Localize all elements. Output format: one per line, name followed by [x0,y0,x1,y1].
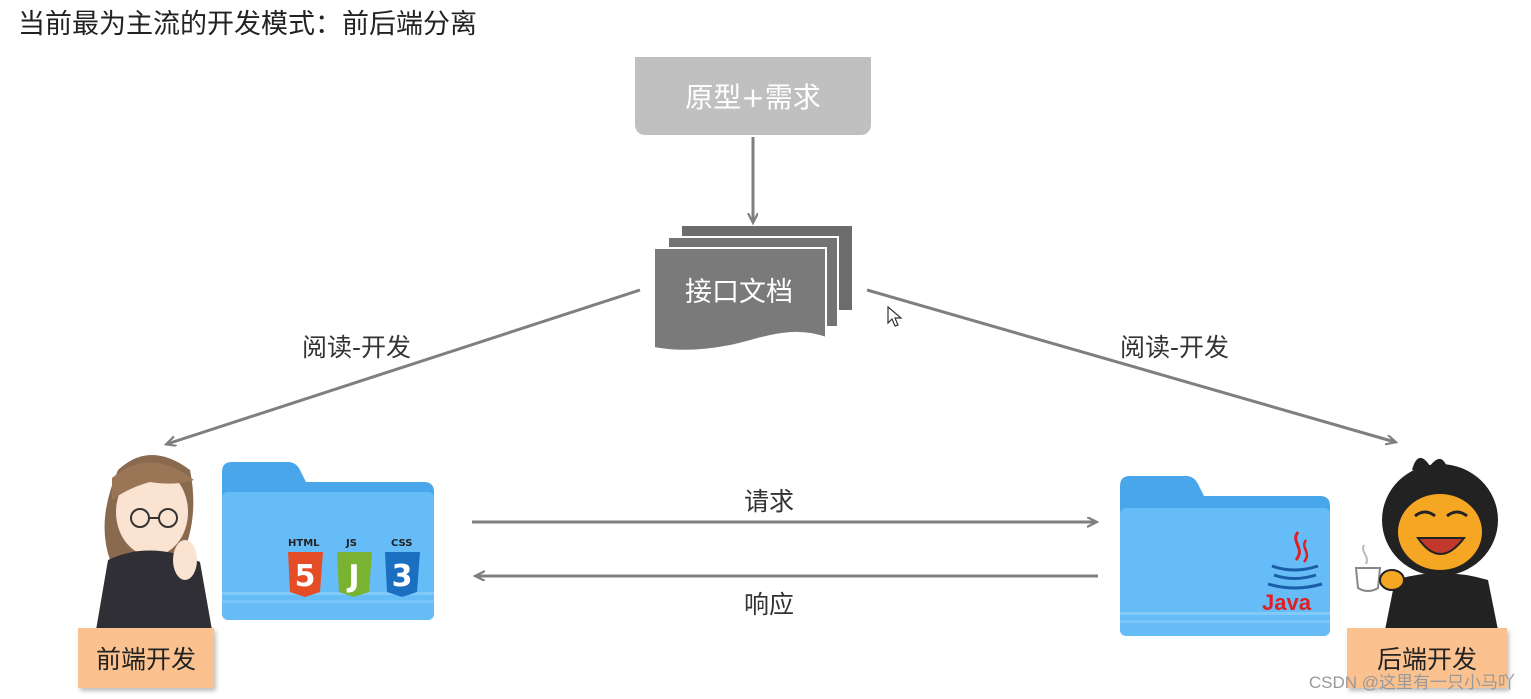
html-caption: HTML [288,538,320,549]
mouse-cursor-icon [887,306,903,327]
frontend-role-box: 前端开发 [78,628,214,688]
js-caption: JS [346,538,357,549]
arrow-doc-to-backend [866,288,1395,442]
frontend-developer-avatar [96,455,212,630]
frontend-folder-icon: 5 J 3 [222,462,434,620]
edge-label-response: 响应 [744,590,795,619]
backend-role-box: 后端开发 [1347,628,1507,688]
css-caption: CSS [391,538,413,549]
css3-icon [385,552,420,597]
frontend-role-label: 前端开发 [95,645,196,674]
arrow-doc-to-frontend [167,288,641,444]
html5-icon [288,552,323,597]
prototype-requirements-label: 原型+需求 [685,81,821,114]
backend-folder-icon [1120,476,1330,636]
prototype-requirements-node: 原型+需求 [635,57,871,135]
watermark: CSDN @这里有一只小马吖 [1308,673,1515,692]
svg-text:3: 3 [392,559,413,594]
java-icon [1267,531,1323,590]
svg-text:J: J [346,559,359,594]
page-title: 当前最为主流的开发模式：前后端分离 [18,9,477,40]
java-caption: Java [1262,590,1311,615]
svg-text:5: 5 [295,559,316,594]
edge-label-request: 请求 [744,487,795,516]
api-document-label: 接口文档 [685,277,793,308]
backend-role-label: 后端开发 [1376,645,1477,674]
edge-label-read-develop-left: 阅读-开发 [302,333,412,362]
backend-developer-avatar [1354,457,1498,630]
api-document-node [653,226,852,352]
edge-label-read-develop-right: 阅读-开发 [1120,333,1230,362]
js-icon [337,552,372,597]
doc-sheet-front [653,247,827,352]
